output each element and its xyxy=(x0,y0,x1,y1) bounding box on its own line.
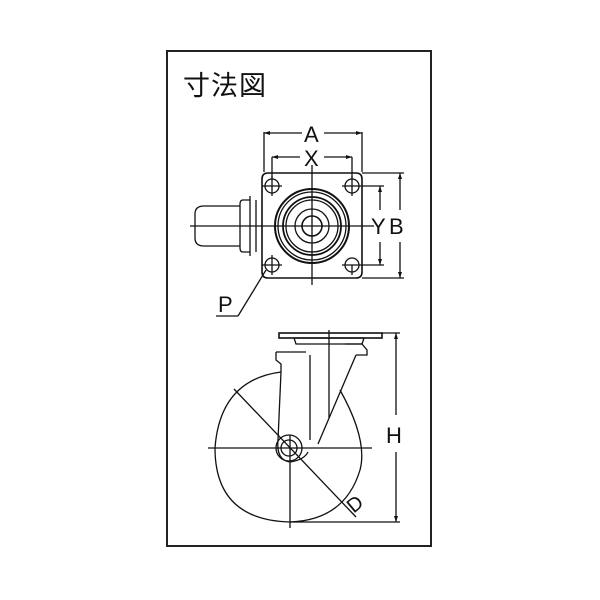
dimension-label-d: D xyxy=(343,491,368,517)
side-view xyxy=(208,330,400,528)
dimension-label-b: B xyxy=(389,214,404,239)
dimension-label-a: A xyxy=(304,122,319,147)
dimension-label-x: X xyxy=(304,146,319,171)
top-view xyxy=(190,132,404,317)
dimension-label-y: Y xyxy=(371,214,386,239)
page-title: 寸法図 xyxy=(183,71,267,102)
dimension-label-p: P xyxy=(218,292,233,317)
dimension-arrows xyxy=(264,131,402,522)
dimension-label-h: H xyxy=(386,423,402,448)
